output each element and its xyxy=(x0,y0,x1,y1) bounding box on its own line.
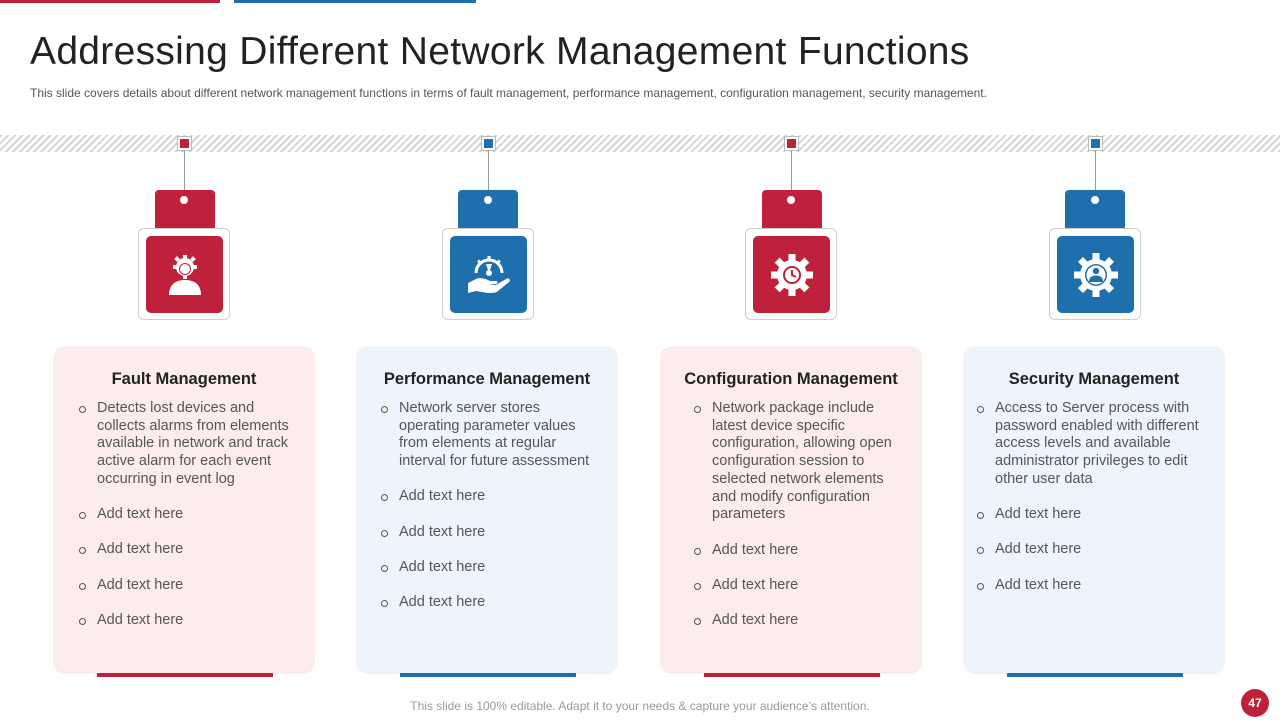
tag-hole xyxy=(787,196,795,204)
footer-note: This slide is 100% editable. Adapt it to… xyxy=(410,699,870,713)
bullet-item: Add text here xyxy=(79,612,297,630)
page-number-badge: 47 xyxy=(1241,689,1269,717)
card-title: Fault Management xyxy=(111,370,257,388)
gear-clock-icon xyxy=(753,236,830,313)
tag-hole xyxy=(1091,196,1099,204)
card-fault-management xyxy=(53,346,315,674)
page-title: Addressing Different Network Management … xyxy=(30,30,970,73)
card-security-management xyxy=(963,346,1225,674)
bullet-item: Add text here xyxy=(381,559,601,577)
page-subtitle: This slide covers details about differen… xyxy=(30,86,987,100)
card-title: Configuration Management xyxy=(684,370,898,388)
card-bottom-bar xyxy=(400,673,576,677)
hand-speedometer-icon xyxy=(450,236,527,313)
bullet-item: Add text here xyxy=(694,612,894,630)
pin-marker xyxy=(784,136,799,151)
user-gear-icon xyxy=(146,236,223,313)
bullet-item: Add text here xyxy=(381,594,601,612)
tag-string xyxy=(791,151,792,199)
top-accent-blue xyxy=(234,0,476,3)
tag-string xyxy=(1095,151,1096,199)
bullet-item: Add text here xyxy=(79,541,297,559)
bullet-item: Add text here xyxy=(79,577,297,595)
tag-string xyxy=(184,151,185,199)
tag-string xyxy=(488,151,489,199)
card-bottom-bar xyxy=(1007,673,1183,677)
card-performance-management xyxy=(356,346,618,674)
bullet-list: Access to Server process with password e… xyxy=(977,400,1209,612)
bullet-item: Add text here xyxy=(977,577,1209,595)
bullet-item: Add text here xyxy=(694,542,894,560)
bullet-item: Detects lost devices and collects alarms… xyxy=(79,400,297,489)
bullet-item: Network server stores operating paramete… xyxy=(381,400,601,471)
top-accent-red xyxy=(0,0,220,3)
pin-marker xyxy=(1088,136,1103,151)
bullet-item: Network package include latest device sp… xyxy=(694,400,894,524)
gear-person-icon xyxy=(1057,236,1134,313)
bullet-list: Network package include latest device sp… xyxy=(694,400,894,647)
pin-marker xyxy=(177,136,192,151)
bullet-item: Add text here xyxy=(694,577,894,595)
tag-hole xyxy=(180,196,188,204)
bullet-list: Network server stores operating paramete… xyxy=(381,400,601,630)
card-configuration-management xyxy=(660,346,922,674)
bullet-list: Detects lost devices and collects alarms… xyxy=(79,400,297,647)
bullet-item: Add text here xyxy=(977,541,1209,559)
bullet-item: Access to Server process with password e… xyxy=(977,400,1209,489)
bullet-item: Add text here xyxy=(977,506,1209,524)
bullet-item: Add text here xyxy=(381,488,601,506)
card-title: Security Management xyxy=(1008,370,1180,388)
tag-hole xyxy=(484,196,492,204)
card-bottom-bar xyxy=(704,673,880,677)
pin-marker xyxy=(481,136,496,151)
hatched-divider xyxy=(0,135,1280,152)
card-bottom-bar xyxy=(97,673,273,677)
bullet-item: Add text here xyxy=(79,506,297,524)
bullet-item: Add text here xyxy=(381,524,601,542)
card-title: Performance Management xyxy=(383,370,591,388)
